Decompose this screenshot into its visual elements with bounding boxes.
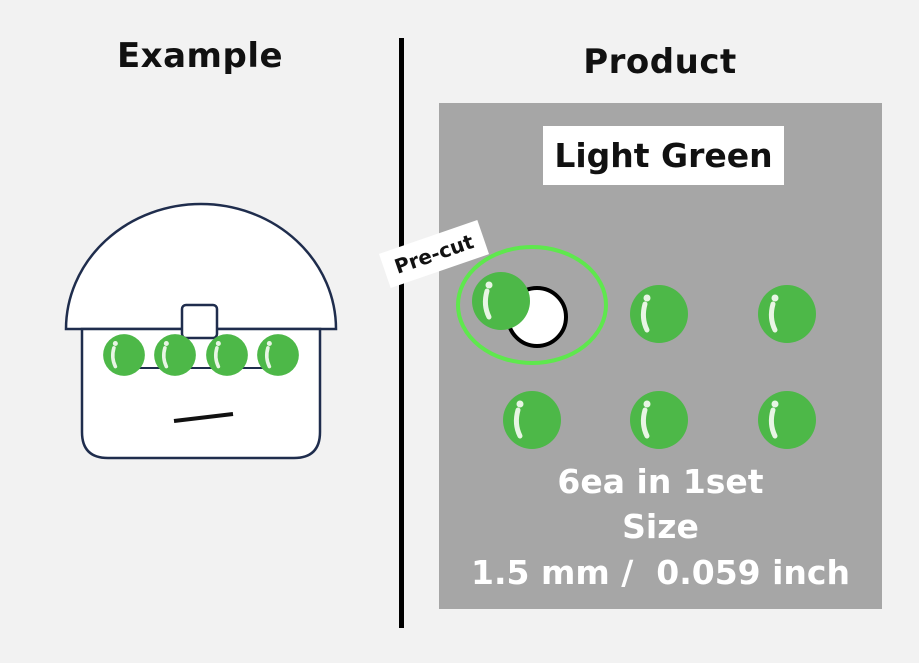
product-panel: [439, 103, 882, 609]
product-bead-1: [472, 272, 530, 330]
product-bead-4: [503, 391, 561, 449]
product-bead-6: [758, 391, 816, 449]
product-beads: [456, 245, 816, 449]
case-clasp: [180, 303, 219, 340]
example-bead-2: [152, 332, 198, 378]
example-bead-4: [255, 332, 301, 378]
spec-size-label: Size: [622, 507, 699, 546]
product-title: Product: [583, 42, 737, 82]
spec-count: 6ea in 1set: [557, 462, 764, 501]
example-bead-1: [101, 332, 147, 378]
example-case: [64, 202, 338, 460]
precut-highlight-ring: [456, 245, 608, 365]
case-dome: [64, 202, 338, 331]
spec-size: 1.5 mm / 0.059 inch: [471, 553, 850, 592]
color-label: Light Green: [543, 126, 784, 185]
case-slit: [173, 412, 234, 423]
product-bead-3: [758, 285, 816, 343]
example-title: Example: [116, 36, 284, 76]
product-bead-2: [630, 285, 688, 343]
example-bead-3: [204, 332, 250, 378]
divider-line: [399, 38, 404, 628]
product-bead-5: [630, 391, 688, 449]
